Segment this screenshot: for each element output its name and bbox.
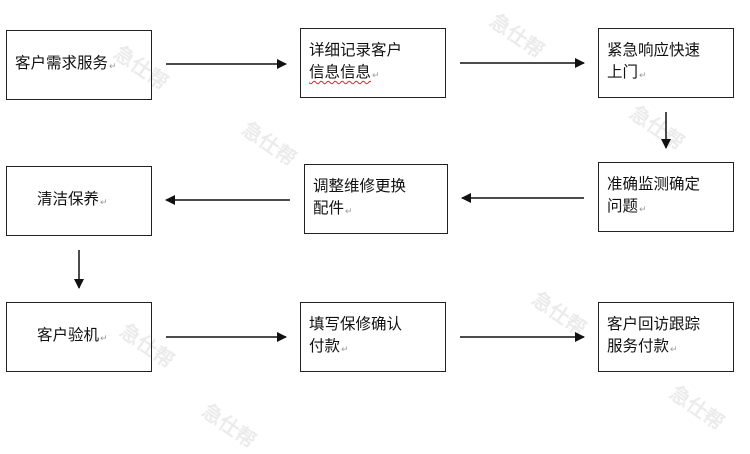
step-label: 付款 [309, 337, 341, 355]
step-label: 上门 [607, 63, 639, 81]
step-label: 问题 [607, 197, 639, 215]
step-label: 服务付款 [607, 337, 670, 355]
paragraph-mark-icon: ↵ [639, 71, 647, 81]
paragraph-mark-icon: ↵ [100, 334, 108, 344]
step-label: 填写保修确认 [309, 315, 403, 333]
paragraph-mark-icon: ↵ [341, 345, 349, 355]
step-clean-maintain: 清洁保养↵ [6, 166, 152, 236]
step-label: 客户验机 [37, 326, 100, 344]
step-urgent-response: 紧急响应快速 上门↵ [598, 28, 734, 98]
step-customer-inspection: 客户验机↵ [6, 302, 152, 372]
step-customer-request: 客户需求服务↵ [6, 30, 152, 100]
step-label: 清洁保养 [37, 190, 100, 208]
flow-arrows [74, 58, 671, 342]
paragraph-mark-icon: ↵ [639, 205, 647, 215]
step-diagnose-problem: 准确监测确定 问题↵ [598, 162, 734, 232]
step-record-info: 详细记录客户 信息信息↵ [300, 28, 446, 98]
step-label: 客户回访跟踪 [607, 315, 701, 333]
paragraph-mark-icon: ↵ [345, 207, 353, 217]
step-label: 紧急响应快速 [607, 41, 701, 59]
step-label: 客户需求服务 [15, 54, 109, 72]
step-label: 调整维修更换 [313, 177, 407, 195]
step-repair-replace: 调整维修更换 配件↵ [304, 164, 448, 234]
step-label: 详细记录客户 [309, 41, 403, 59]
paragraph-mark-icon: ↵ [372, 71, 380, 81]
step-followup-visit: 客户回访跟踪 服务付款↵ [598, 302, 734, 372]
step-label: 信息信息 [309, 63, 372, 81]
step-label: 准确监测确定 [607, 175, 701, 193]
paragraph-mark-icon: ↵ [100, 198, 108, 208]
paragraph-mark-icon: ↵ [109, 62, 117, 72]
step-warranty-payment: 填写保修确认 付款↵ [300, 302, 446, 372]
step-label: 配件 [313, 199, 345, 217]
paragraph-mark-icon: ↵ [670, 345, 678, 355]
